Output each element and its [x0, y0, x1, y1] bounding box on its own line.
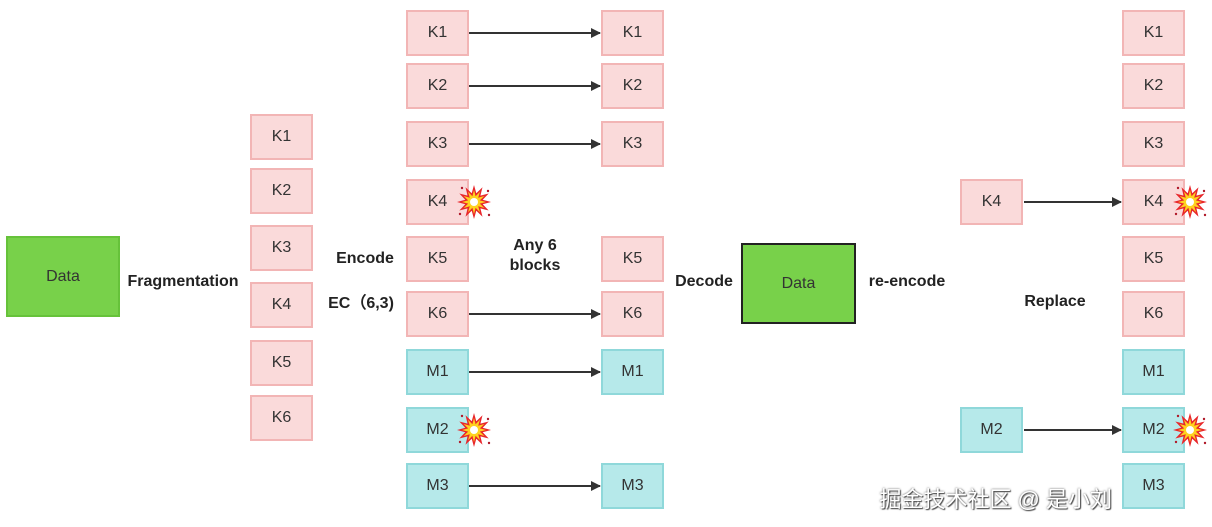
surviving-m1: M1: [601, 349, 664, 395]
watermark: 掘金技术社区 @ 是小刘: [879, 487, 1112, 512]
block-label: K2: [622, 77, 643, 94]
fragment-k4: K4: [250, 282, 313, 328]
any-6-blocks-label: Any 6 blocks: [509, 237, 561, 274]
block-label: K5: [427, 250, 448, 267]
encoded-k4: K4: [406, 179, 469, 225]
restored-k1: K1: [1122, 10, 1185, 56]
encoded-m3: M3: [406, 463, 469, 509]
re-encode-label: re-encode: [868, 273, 946, 290]
restored-k2: K2: [1122, 63, 1185, 109]
decoded-data-block: Data: [741, 243, 856, 324]
surviving-k6: K6: [601, 291, 664, 337]
block-label: K1: [1143, 24, 1164, 41]
block-label: K3: [1143, 135, 1164, 152]
surviving-m3: M3: [601, 463, 664, 509]
block-label: K3: [622, 135, 643, 152]
block-label: K3: [271, 239, 292, 256]
restored-k6: K6: [1122, 291, 1185, 337]
encoded-k3: K3: [406, 121, 469, 167]
encoded-k5: K5: [406, 236, 469, 282]
surviving-k3: K3: [601, 121, 664, 167]
block-label: M1: [1142, 363, 1165, 380]
block-label: M1: [621, 363, 644, 380]
encode-label: Encode: [336, 250, 394, 267]
encoded-k6: K6: [406, 291, 469, 337]
block-label: M1: [426, 363, 449, 380]
block-label: K2: [271, 182, 292, 199]
fragment-k6: K6: [250, 395, 313, 441]
source-data-label: Data: [46, 267, 80, 285]
source-data-block: Data: [6, 236, 120, 317]
block-label: K1: [622, 24, 643, 41]
decoded-data-label: Data: [781, 274, 816, 292]
fragment-k1: K1: [250, 114, 313, 160]
block-label: K4: [427, 193, 448, 210]
explosion-icon: [457, 185, 491, 219]
restored-k5: K5: [1122, 236, 1185, 282]
block-label: K6: [427, 305, 448, 322]
block-label: M3: [426, 477, 449, 494]
block-label: M3: [621, 477, 644, 494]
block-label: M2: [1142, 421, 1165, 438]
block-label: K5: [622, 250, 643, 267]
explosion-icon: [1173, 413, 1207, 447]
fragmentation-label: Fragmentation: [127, 273, 239, 290]
surviving-k1: K1: [601, 10, 664, 56]
block-label: K2: [1143, 77, 1164, 94]
block-label: K6: [271, 409, 292, 426]
block-label: K6: [622, 305, 643, 322]
block-label: M3: [1142, 477, 1165, 494]
block-label: K3: [427, 135, 448, 152]
restored-k3: K3: [1122, 121, 1185, 167]
block-label: K5: [1143, 250, 1164, 267]
block-label: K4: [1143, 193, 1164, 210]
block-label: K2: [427, 77, 448, 94]
fragment-k3: K3: [250, 225, 313, 271]
explosion-icon: [1173, 185, 1207, 219]
encoded-k2: K2: [406, 63, 469, 109]
restored-k4: K4: [1122, 179, 1185, 225]
block-label: M2: [980, 421, 1003, 438]
block-label: K6: [1143, 305, 1164, 322]
explosion-icon: [457, 413, 491, 447]
encoded-k1: K1: [406, 10, 469, 56]
replace-label: Replace: [1024, 293, 1086, 310]
block-label: K1: [271, 128, 292, 145]
block-label: K4: [981, 193, 1002, 210]
block-label: K1: [427, 24, 448, 41]
restored-m3: M3: [1122, 463, 1185, 509]
block-label: M2: [426, 421, 449, 438]
replacement-k4: K4: [960, 179, 1023, 225]
block-label: K5: [271, 354, 292, 371]
ec-label: EC（6,3): [328, 295, 394, 312]
decode-label: Decode: [675, 273, 733, 290]
surviving-k2: K2: [601, 63, 664, 109]
encoded-m1: M1: [406, 349, 469, 395]
fragment-k5: K5: [250, 340, 313, 386]
block-label: K4: [271, 296, 292, 313]
replacement-m2: M2: [960, 407, 1023, 453]
restored-m1: M1: [1122, 349, 1185, 395]
fragment-k2: K2: [250, 168, 313, 214]
surviving-k5: K5: [601, 236, 664, 282]
